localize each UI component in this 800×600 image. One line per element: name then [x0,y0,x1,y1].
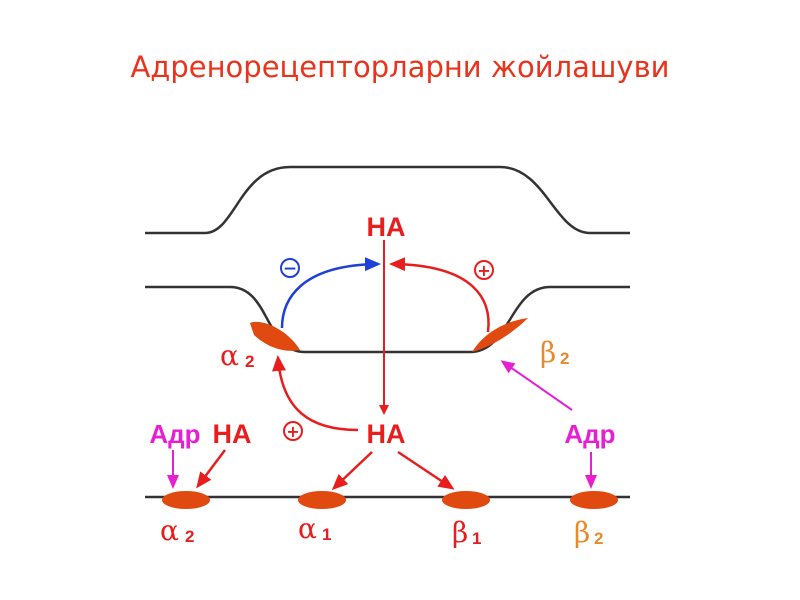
beta1-receptor [442,491,490,509]
svg-text:1: 1 [472,529,481,548]
alpha2-top-label: α 2 [220,339,254,372]
plus-sign-left: + [286,422,299,441]
beta2-top-label: β 2 [540,336,569,369]
alpha2-inhibition-arrow [280,257,381,329]
upper-membrane [145,165,630,235]
svg-text:β: β [452,516,468,549]
alpha1-receptor [298,491,346,509]
adr-left-label: Адр [149,419,200,449]
svg-text:1: 1 [322,525,331,544]
adr-to-beta2-pre-arrow [500,360,573,411]
adr-right-label: Адр [564,419,615,449]
alpha2-postsynaptic-receptor [162,491,210,509]
plus-sign-circle-top [474,260,494,280]
page-title: Адренорецепторларни жойлашуви [130,50,670,84]
plus-sign-top: + [477,261,490,280]
svg-text:2: 2 [245,352,254,371]
na-to-alpha2-arrow [272,355,359,432]
na-to-alpha2-post-arrow [196,449,226,489]
beta2-postsynaptic-receptor [570,491,618,509]
minus-sign: − [283,259,297,279]
svg-text:2: 2 [560,349,569,368]
beta2-stimulation-arrow [389,257,490,333]
beta2-bottom-label: β 2 [574,516,603,549]
svg-text:β: β [574,516,590,549]
na-to-alpha1-arrow [331,451,373,491]
na-bottom-left-label: НА [213,419,252,449]
beta2-presynaptic-receptor [472,318,528,352]
svg-text:α: α [160,514,179,547]
alpha1-label: α 1 [298,512,331,545]
plus-sign-circle-left [283,421,303,441]
middle-membrane [145,285,630,354]
alpha2-bottom-label: α 2 [160,514,194,547]
svg-text:2: 2 [185,527,194,546]
na-mid-label: НА [367,419,406,449]
na-top-label: НА [367,212,406,242]
svg-text:2: 2 [594,529,603,548]
minus-sign-circle [280,258,300,278]
beta1-label: β 1 [452,516,481,549]
svg-text:α: α [298,512,317,545]
alpha2-presynaptic-receptor [250,321,300,351]
svg-text:β: β [540,336,556,369]
na-to-beta1-arrow [397,450,455,490]
svg-text:α: α [220,339,239,372]
